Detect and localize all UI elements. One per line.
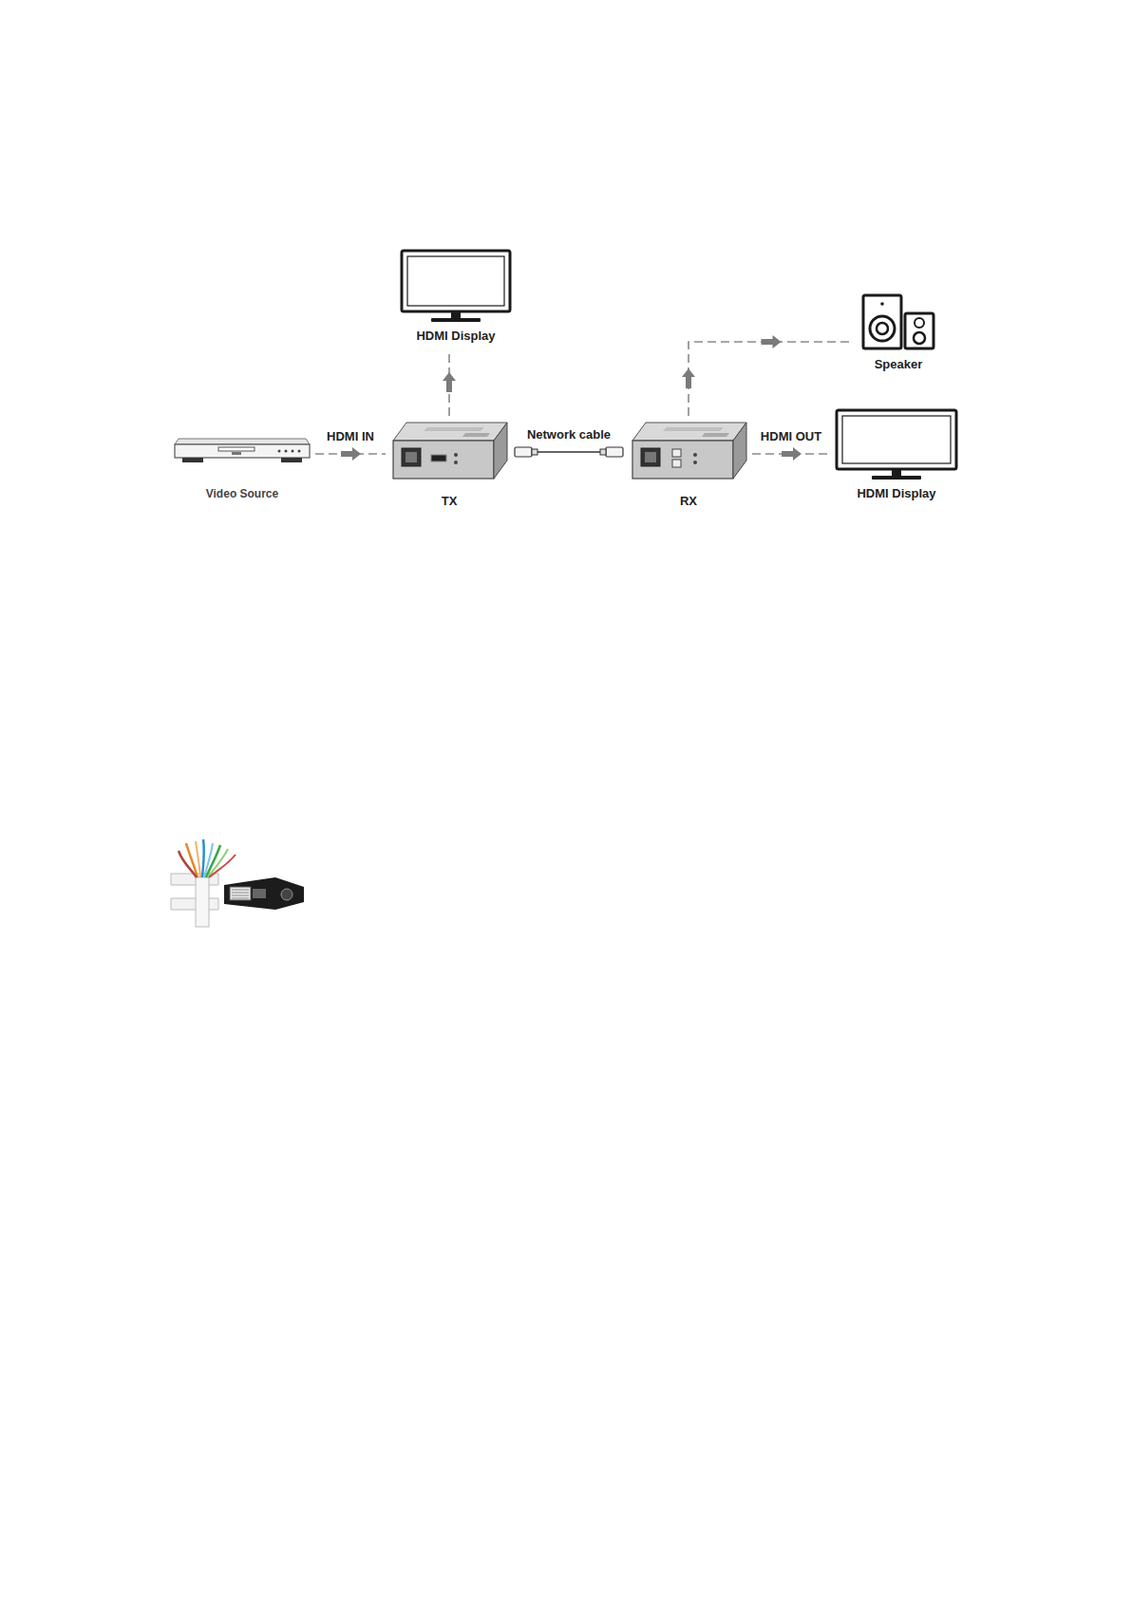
device-label: TX [389, 493, 510, 510]
device-label: Video Source [172, 486, 312, 502]
device-label: HDMI Display [398, 328, 513, 344]
rj45-plug [605, 447, 623, 457]
signal-connector [315, 447, 386, 461]
flow-arrow [442, 372, 456, 393]
connector-line [688, 341, 853, 416]
device-label: RX [628, 493, 749, 510]
connector-label: HDMI OUT [758, 429, 824, 445]
connector-label: HDMI IN [324, 429, 377, 445]
speaker-icon [860, 292, 937, 352]
monitor-icon [834, 408, 959, 483]
plug-boot [531, 449, 538, 455]
device-node: Speaker [858, 292, 939, 373]
rj45-plug [514, 447, 532, 457]
network-cable [514, 447, 623, 457]
box-icon [389, 419, 510, 483]
connector-label: Network cable [525, 427, 613, 443]
flow-arrow [761, 335, 782, 349]
monitor-icon [399, 248, 512, 325]
cable-crimp-illustration [161, 835, 314, 931]
device-node: HDMI Display [833, 408, 960, 502]
signal-connector [442, 349, 456, 416]
device-node: TX [389, 419, 510, 510]
signal-connector [681, 335, 853, 416]
device-node: HDMI Display [398, 248, 513, 344]
device-label: Speaker [858, 357, 939, 373]
box-icon [628, 419, 749, 483]
flow-arrow [781, 447, 802, 461]
plug-boot [600, 449, 606, 455]
flow-arrow [340, 447, 361, 461]
device-node: RX [628, 419, 749, 510]
player-icon [172, 434, 312, 466]
device-node: Video Source [172, 434, 312, 502]
device-label: HDMI Display [833, 486, 960, 502]
flow-arrow [681, 368, 696, 389]
signal-connector [752, 447, 831, 461]
